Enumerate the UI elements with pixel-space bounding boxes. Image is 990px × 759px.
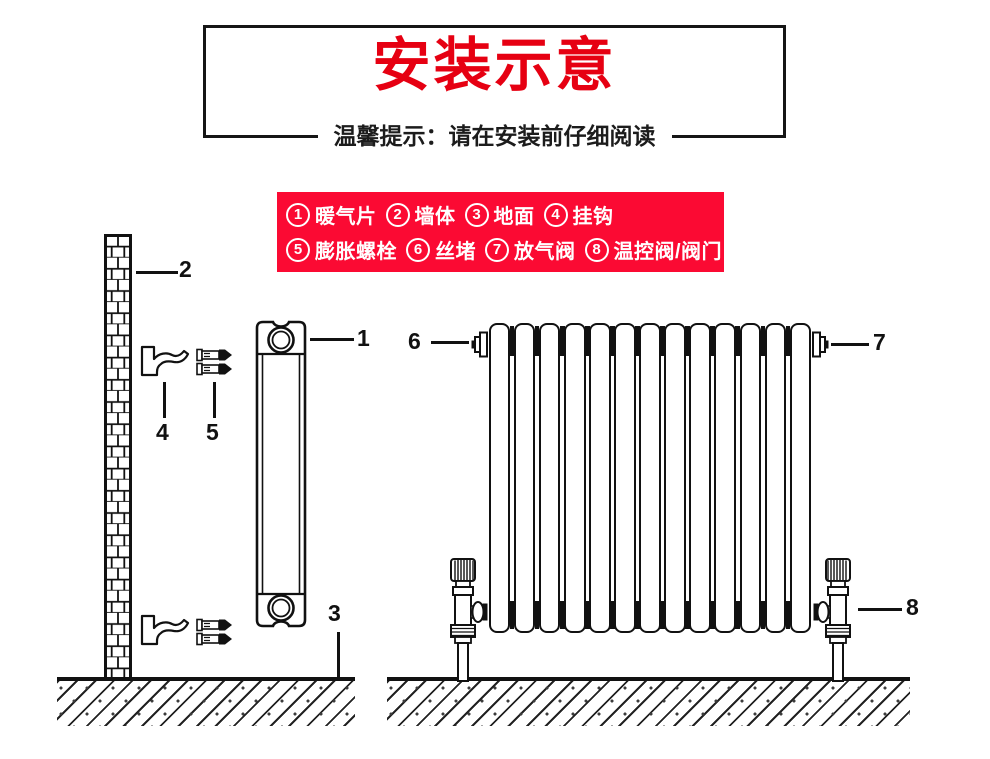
ground-right bbox=[387, 677, 910, 726]
radiator-joint bbox=[710, 326, 715, 356]
legend-num-badge: 1 bbox=[286, 202, 310, 227]
callout-3-ground: 3 bbox=[328, 600, 341, 626]
radiator-joint bbox=[685, 601, 690, 629]
page-title: 安装示意 bbox=[372, 33, 617, 98]
leader-line-plug bbox=[431, 341, 469, 344]
legend-item-radiator: 1 暖气片 bbox=[286, 200, 377, 229]
leader-line-wall bbox=[136, 271, 178, 274]
radiator-joint bbox=[760, 601, 766, 629]
ground-left bbox=[57, 677, 355, 726]
legend-label: 丝堵 bbox=[435, 241, 476, 263]
legend-row-1: 1 暖气片 2 墙体 3 地面 4 挂钩 bbox=[286, 200, 715, 229]
callout-8-thermo-valve: 8 bbox=[906, 594, 919, 620]
radiator-column bbox=[739, 323, 762, 633]
legend-num-badge: 2 bbox=[385, 202, 410, 227]
radiator-joint bbox=[760, 326, 766, 356]
thermo-valve-left-drawing bbox=[450, 558, 488, 682]
radiator-joint bbox=[635, 601, 640, 629]
callout-7-air-valve: 7 bbox=[873, 329, 886, 355]
radiator-joint bbox=[585, 326, 590, 356]
radiator-column bbox=[589, 323, 611, 633]
legend-item-ground: 3 地面 bbox=[464, 200, 535, 229]
radiator-joint bbox=[660, 326, 665, 356]
radiator-column bbox=[614, 323, 636, 633]
radiator-joint bbox=[635, 326, 640, 356]
radiator-joint bbox=[710, 601, 715, 629]
radiator-joint bbox=[685, 326, 690, 356]
callout-6-plug: 6 bbox=[408, 328, 421, 354]
hook-lower-drawing bbox=[140, 614, 190, 646]
radiator-joint bbox=[559, 326, 565, 356]
radiator-column bbox=[538, 323, 561, 633]
radiator-joint bbox=[785, 326, 791, 356]
radiator-joint bbox=[785, 601, 791, 629]
legend-num-badge: 5 bbox=[286, 237, 310, 262]
radiator-joint bbox=[735, 601, 741, 629]
legend-label: 墙体 bbox=[414, 206, 456, 228]
radiator-column bbox=[789, 323, 812, 633]
legend-label: 挂钩 bbox=[572, 206, 614, 228]
legend-row-2: 5 膨胀螺栓 6 丝堵 7 放气阀 8 温控阀/阀门 bbox=[286, 235, 722, 264]
callout-4-hook: 4 bbox=[156, 419, 169, 445]
radiator-joint bbox=[509, 601, 515, 629]
legend-num-badge: 3 bbox=[464, 202, 489, 227]
leader-line-thermo-valve bbox=[858, 608, 902, 611]
radiator-joint bbox=[610, 326, 615, 356]
radiator-joint bbox=[559, 601, 565, 629]
radiator-joint bbox=[534, 601, 540, 629]
subtitle-tip: 温馨提示：请在安装前仔细阅读 bbox=[317, 117, 672, 151]
side-radiator-drawing bbox=[255, 320, 307, 628]
radiator-column bbox=[764, 323, 787, 633]
radiator-joint bbox=[660, 601, 665, 629]
expansion-bolts-lower-drawing bbox=[196, 618, 232, 646]
legend-item-expansion-bolt: 5 膨胀螺栓 bbox=[286, 235, 397, 264]
radiator-joint bbox=[534, 326, 540, 356]
leader-line-radiator bbox=[310, 338, 354, 341]
legend-label: 地面 bbox=[493, 206, 535, 228]
title-box: 安装示意 温馨提示：请在安装前仔细阅读 bbox=[203, 25, 786, 151]
radiator-column bbox=[564, 323, 586, 633]
air-valve-drawing bbox=[812, 331, 829, 358]
callout-2-wall: 2 bbox=[179, 256, 192, 282]
legend-label: 放气阀 bbox=[514, 241, 576, 263]
legend-num-badge: 6 bbox=[406, 237, 430, 262]
leader-line-air-valve bbox=[831, 343, 869, 346]
radiator-column bbox=[639, 323, 661, 633]
radiator-column bbox=[714, 323, 736, 633]
legend-item-air-valve: 7 放气阀 bbox=[485, 235, 576, 264]
radiator-joint bbox=[585, 601, 590, 629]
callout-5-bolt: 5 bbox=[206, 419, 219, 445]
callout-1-radiator: 1 bbox=[357, 325, 370, 351]
legend-item-plug: 6 丝堵 bbox=[406, 235, 476, 264]
hook-upper-drawing bbox=[140, 345, 190, 377]
legend-label: 暖气片 bbox=[315, 206, 377, 228]
leader-line-hook bbox=[163, 382, 166, 418]
plug-drawing bbox=[471, 331, 488, 358]
radiator-joint bbox=[735, 326, 741, 356]
legend-label: 膨胀螺栓 bbox=[315, 241, 397, 263]
radiator-column bbox=[689, 323, 711, 633]
radiator-column bbox=[488, 323, 511, 633]
legend-item-thermo-valve: 8 温控阀/阀门 bbox=[584, 235, 723, 264]
expansion-bolts-upper-drawing bbox=[196, 348, 232, 376]
legend-label: 温控阀/阀门 bbox=[613, 241, 723, 263]
brick-wall-drawing bbox=[104, 234, 132, 680]
radiator-column bbox=[664, 323, 686, 633]
legend-item-wall: 2 墙体 bbox=[385, 200, 456, 229]
legend-num-badge: 8 bbox=[584, 237, 609, 262]
radiator-joint bbox=[509, 326, 515, 356]
legend-box: 1 暖气片 2 墙体 3 地面 4 挂钩 5 膨胀螺栓 6 丝堵 bbox=[277, 192, 724, 272]
leader-line-ground bbox=[337, 632, 340, 678]
thermo-valve-right-drawing bbox=[813, 558, 851, 682]
legend-num-badge: 4 bbox=[543, 202, 568, 227]
radiator-column bbox=[513, 323, 536, 633]
legend-num-badge: 7 bbox=[485, 237, 509, 262]
radiator-joint bbox=[610, 601, 615, 629]
legend-item-hook: 4 挂钩 bbox=[543, 200, 614, 229]
leader-line-bolt bbox=[213, 382, 216, 418]
front-radiator bbox=[487, 323, 813, 633]
